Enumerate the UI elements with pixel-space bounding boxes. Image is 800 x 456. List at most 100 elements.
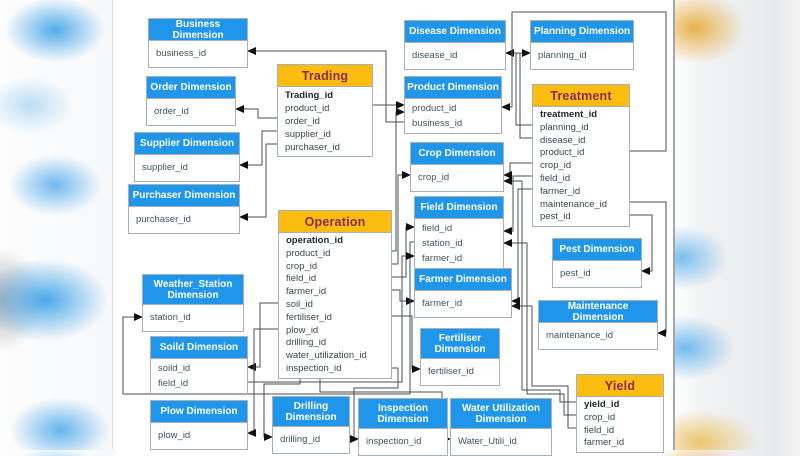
column-row: fertiliser_id xyxy=(428,366,474,377)
column-row: purchaser_id xyxy=(136,214,191,225)
table-title: Supplier Dimension xyxy=(135,133,239,155)
column-row: disease_id xyxy=(540,134,586,146)
table-columns: Water_Utili_id xyxy=(451,429,551,455)
table-title: Treatment xyxy=(533,85,629,107)
relationship-line xyxy=(239,130,277,169)
table-columns: crop_id xyxy=(411,165,503,191)
relationship-line xyxy=(392,315,421,373)
relationship-line xyxy=(503,175,532,235)
table-supplier[interactable]: Supplier Dimension supplier_id xyxy=(134,132,240,182)
relationship-line xyxy=(392,223,415,278)
table-planning[interactable]: Planning Dimension planning_id xyxy=(530,20,634,70)
column-row: soild_id xyxy=(158,363,191,374)
table-fertiliser[interactable]: Fertiliser Dimension fertiliser_id xyxy=(420,328,500,386)
relationship-line xyxy=(235,105,277,119)
column-row: pest_id xyxy=(560,268,591,279)
column-row: field_id xyxy=(584,424,615,436)
column-row: farmer_id xyxy=(286,286,327,298)
column-row: crop_id xyxy=(540,160,572,172)
table-title: Planning Dimension xyxy=(531,21,633,43)
column-row: operation_id xyxy=(286,235,344,246)
table-farmer[interactable]: Farmer Dimension farmer_id xyxy=(414,268,512,318)
table-columns: inspection_id xyxy=(359,429,447,455)
column-row: product_id xyxy=(412,103,457,114)
relationship-line xyxy=(503,162,532,179)
table-columns: order_id xyxy=(147,99,235,125)
column-row: farmer_id xyxy=(422,298,463,309)
column-row: order_id xyxy=(285,116,320,127)
table-title: Yield xyxy=(577,375,663,397)
table-crop[interactable]: Crop Dimension crop_id xyxy=(410,142,504,192)
column-row: field_id xyxy=(286,273,317,285)
column-row: maintenance_id xyxy=(546,330,614,341)
column-row: plow_id xyxy=(158,430,191,441)
column-row: drilling_id xyxy=(280,434,321,445)
table-title: Trading xyxy=(278,65,372,87)
relationship-line xyxy=(511,188,532,305)
table-plow[interactable]: Plow Dimension plow_id xyxy=(150,400,248,450)
relationship-line xyxy=(392,289,415,305)
column-row: product_id xyxy=(285,103,330,114)
table-columns: station_id xyxy=(143,305,243,331)
column-row: purchaser_id xyxy=(285,142,340,153)
column-row: maintenance_id xyxy=(540,198,608,210)
column-row: station_id xyxy=(422,238,463,249)
column-row: yield_id xyxy=(584,399,620,410)
column-row: planning_id xyxy=(540,121,589,133)
column-row: supplier_id xyxy=(285,129,331,140)
table-title: Weather_Station Dimension xyxy=(143,275,243,305)
table-title: Farmer Dimension xyxy=(415,269,511,291)
relationship-line xyxy=(505,49,532,139)
column-row: supplier_id xyxy=(142,162,188,173)
column-row: inspection_id xyxy=(366,436,422,447)
table-columns: drilling_id xyxy=(273,427,349,453)
column-row: treatment_id xyxy=(540,109,598,120)
table-title: Operation xyxy=(279,211,391,233)
table-columns: farmer_id xyxy=(415,291,511,317)
table-title: Disease Dimension xyxy=(405,21,505,43)
column-row: crop_id xyxy=(286,260,318,272)
table-title: Crop Dimension xyxy=(411,143,503,165)
column-row: Trading_id xyxy=(285,90,334,101)
table-drilling[interactable]: Drilling Dimension drilling_id xyxy=(272,396,350,454)
column-row: plow_id xyxy=(286,324,319,336)
relationship-line xyxy=(247,302,278,371)
table-title: Plow Dimension xyxy=(151,401,247,423)
table-title: Fertiliser Dimension xyxy=(421,329,499,359)
column-row: business_id xyxy=(412,118,463,129)
table-title: Drilling Dimension xyxy=(273,397,349,427)
column-row: crop_id xyxy=(418,172,450,183)
column-row: product_id xyxy=(540,147,585,159)
column-row: planning_id xyxy=(538,50,587,61)
column-row: field_id xyxy=(422,223,453,234)
column-row: farmer_id xyxy=(540,185,581,197)
column-row: order_id xyxy=(154,106,189,117)
column-row: inspection_id xyxy=(286,362,342,374)
table-title: Business Dimension xyxy=(149,19,247,41)
column-row: field_id xyxy=(158,378,189,389)
table-columns: product_id business_id xyxy=(405,99,501,133)
column-row: product_id xyxy=(286,247,331,259)
